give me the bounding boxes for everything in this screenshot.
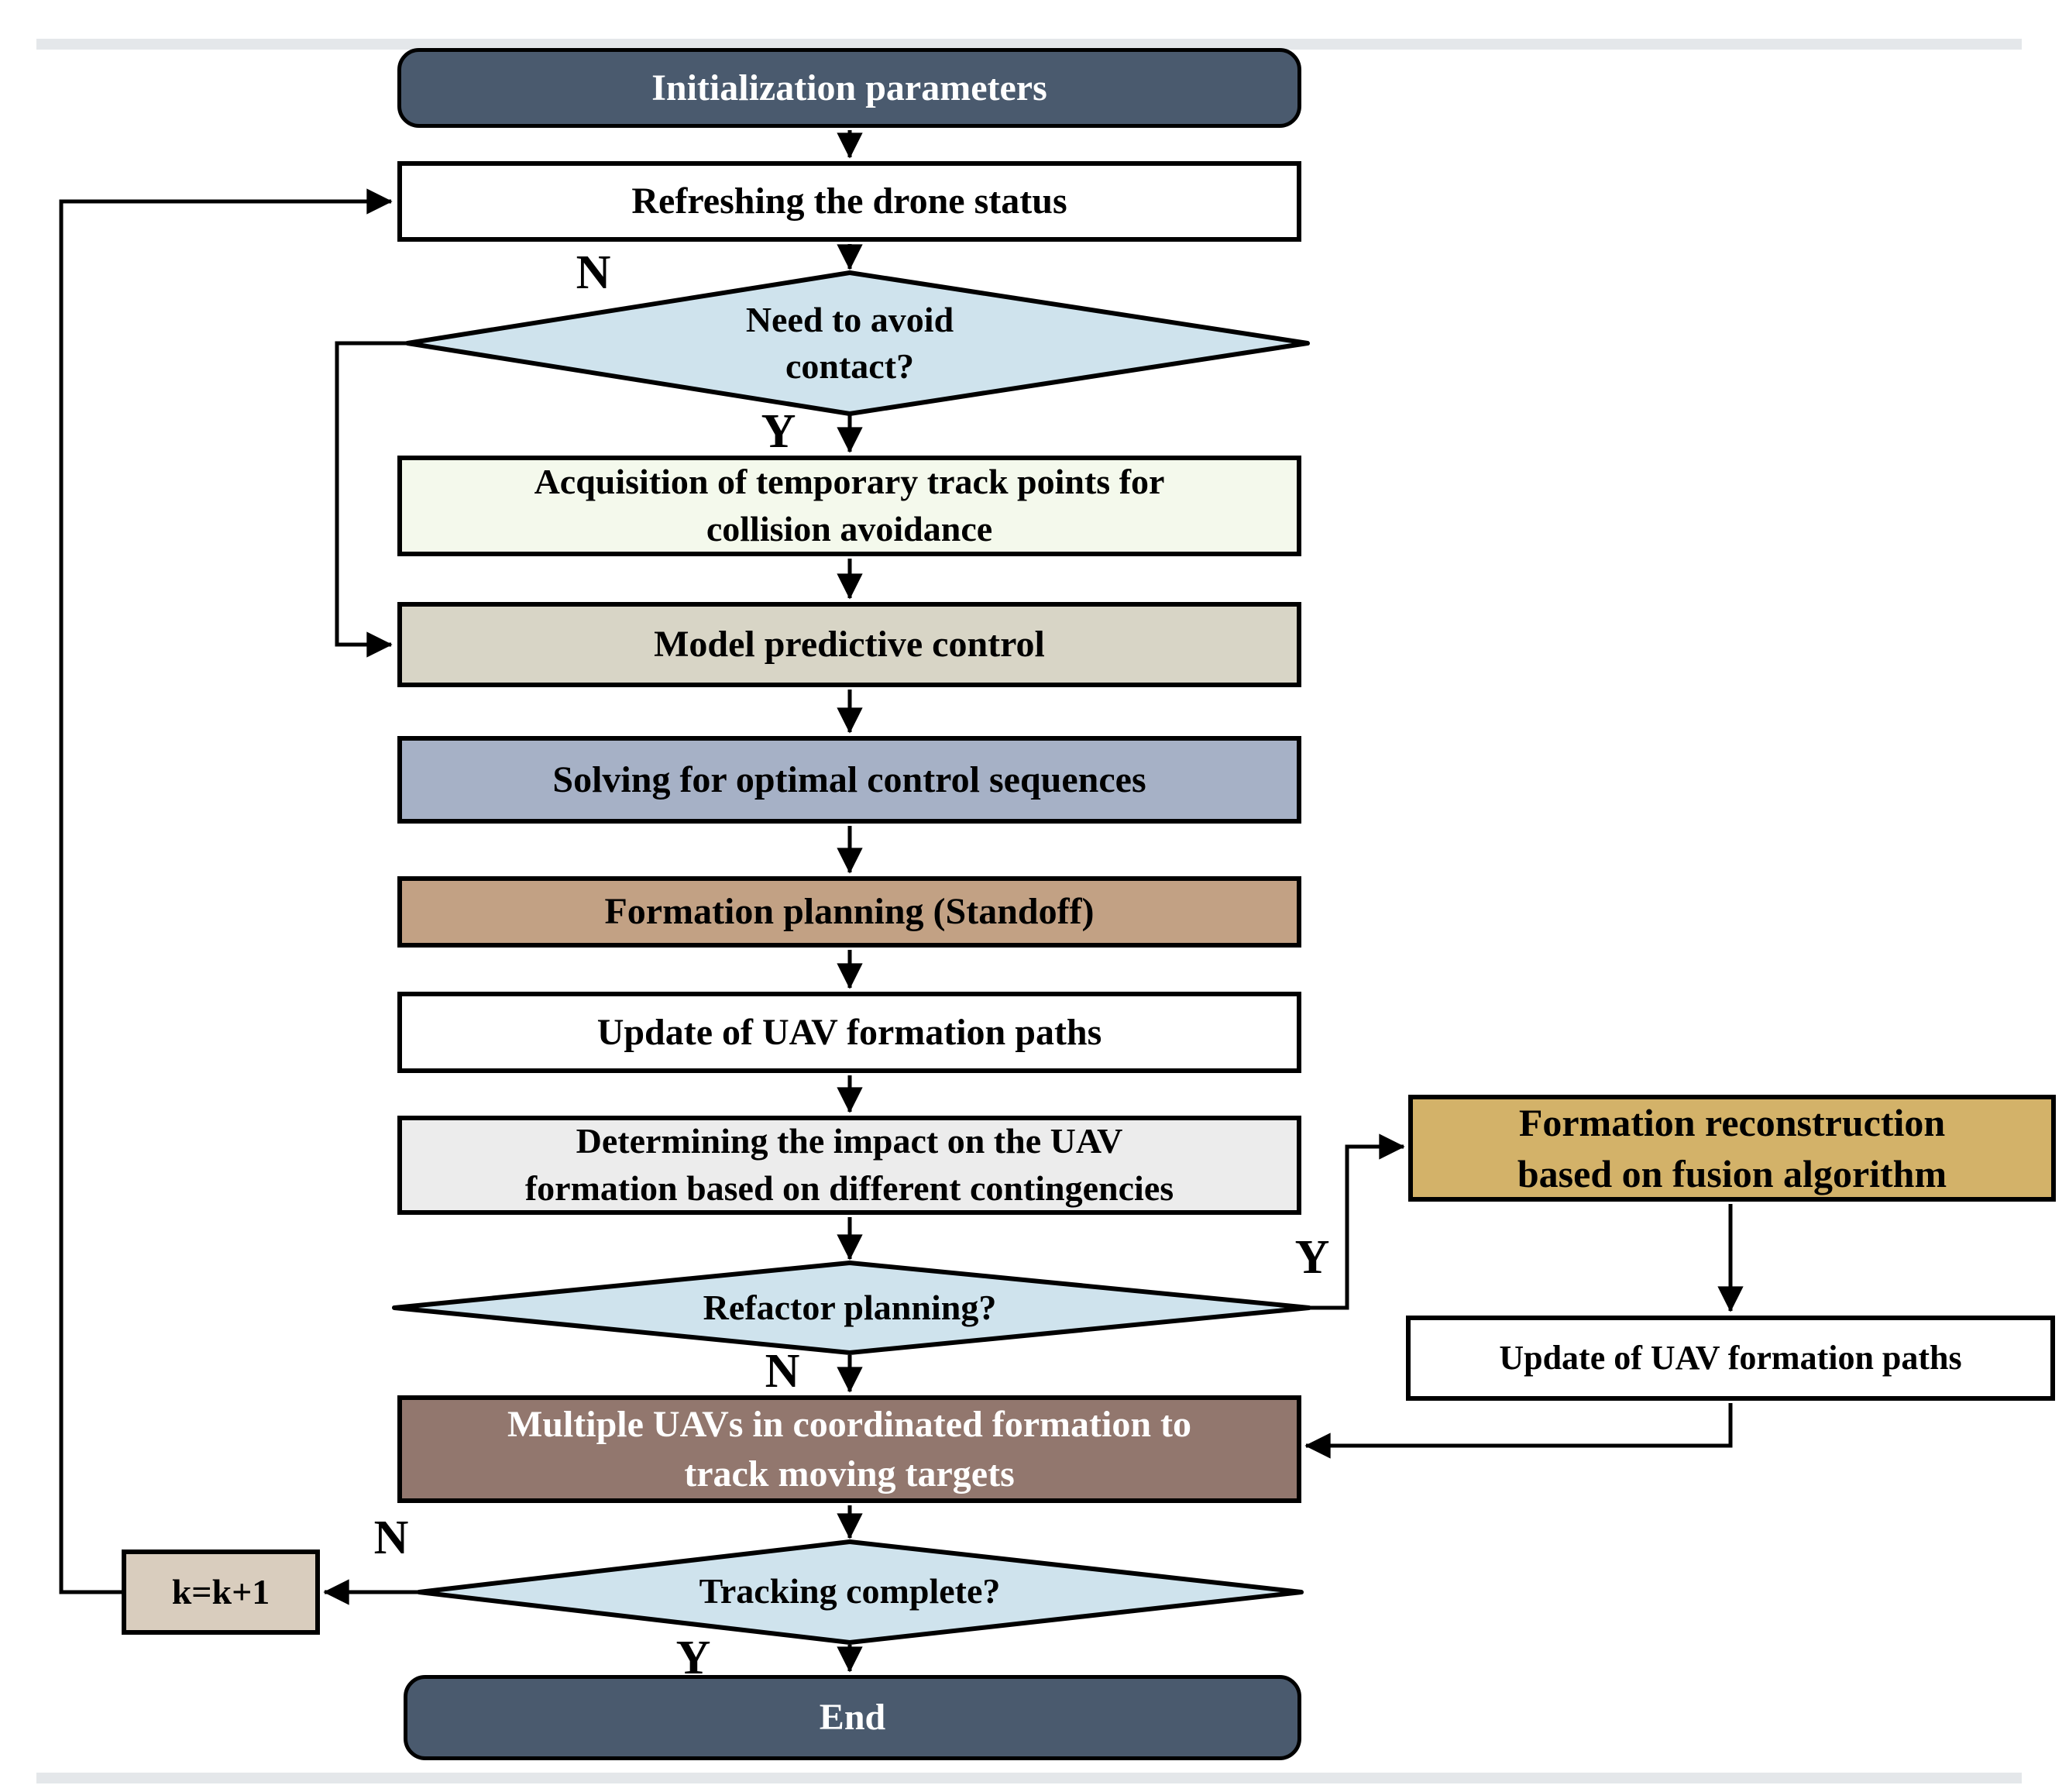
decision-need-to-avoid-contact-label: Need to avoid contact? xyxy=(745,300,954,386)
process-solving-optimal-control: Solving for optimal control sequences xyxy=(397,736,1301,824)
decision-diamond-need-to-avoid xyxy=(405,270,1310,416)
model-predictive-control-label: Model predictive control xyxy=(654,624,1045,666)
decision-refactor-planning-label: Refactor planning? xyxy=(703,1288,997,1328)
arrow-update-right-to-multi-uav xyxy=(1304,1403,1733,1459)
page-edge-strip-top xyxy=(36,39,2022,50)
process-determining-impact: Determining the impact on the UAV format… xyxy=(397,1116,1301,1215)
loop-increment-to-refresh xyxy=(59,188,393,1594)
refreshing-drone-status-label: Refreshing the drone status xyxy=(631,181,1067,222)
end-node-label: End xyxy=(819,1697,886,1739)
start-node: Initialization parameters xyxy=(397,48,1301,128)
loop-refactor-yes-to-reconstruction xyxy=(1309,1133,1405,1310)
process-formation-planning: Formation planning (Standoff) xyxy=(397,876,1301,948)
decision-diamond-tracking-complete xyxy=(417,1539,1304,1645)
end-node: End xyxy=(404,1675,1301,1760)
update-uav-formation-paths-right-label: Update of UAV formation paths xyxy=(1499,1338,1962,1377)
start-node-label: Initialization parameters xyxy=(651,67,1047,108)
decision-diamond-refactor-planning xyxy=(392,1261,1311,1355)
loop-avoid-no-to-mpc xyxy=(335,341,407,658)
branch-label-avoid-no: N xyxy=(576,246,611,299)
formation-planning-label: Formation planning (Standoff) xyxy=(604,891,1095,933)
increment-k-label: k=k+1 xyxy=(171,1571,270,1611)
branch-label-avoid-yes: Y xyxy=(761,404,796,458)
decision-tracking-complete-label: Tracking complete? xyxy=(699,1571,1001,1611)
process-refreshing-drone-status: Refreshing the drone status xyxy=(397,161,1301,242)
process-formation-reconstruction: Formation reconstruction based on fusion… xyxy=(1408,1095,2056,1202)
process-acquisition-track-points: Acquisition of temporary track points fo… xyxy=(397,456,1301,556)
page-edge-strip-bottom xyxy=(36,1773,2022,1783)
process-update-uav-formation-paths: Update of UAV formation paths xyxy=(397,992,1301,1073)
process-update-uav-formation-paths-right: Update of UAV formation paths xyxy=(1406,1316,2055,1401)
acquisition-track-points-label: Acquisition of temporary track points fo… xyxy=(534,462,1165,549)
process-model-predictive-control: Model predictive control xyxy=(397,602,1301,687)
determining-impact-label: Determining the impact on the UAV format… xyxy=(524,1121,1174,1208)
update-uav-formation-paths-label: Update of UAV formation paths xyxy=(596,1011,1102,1053)
solving-optimal-control-label: Solving for optimal control sequences xyxy=(552,758,1146,800)
formation-reconstruction-label: Formation reconstruction based on fusion… xyxy=(1517,1101,1947,1195)
process-multi-uav-tracking: Multiple UAVs in coordinated formation t… xyxy=(397,1395,1301,1503)
branch-label-tracking-no: N xyxy=(373,1511,409,1564)
branch-label-tracking-yes: Y xyxy=(675,1631,711,1684)
multi-uav-tracking-label: Multiple UAVs in coordinated formation t… xyxy=(507,1404,1192,1494)
branch-label-refactor-yes: Y xyxy=(1294,1230,1330,1284)
branch-label-refactor-no: N xyxy=(765,1344,800,1398)
process-increment-k: k=k+1 xyxy=(122,1550,320,1635)
